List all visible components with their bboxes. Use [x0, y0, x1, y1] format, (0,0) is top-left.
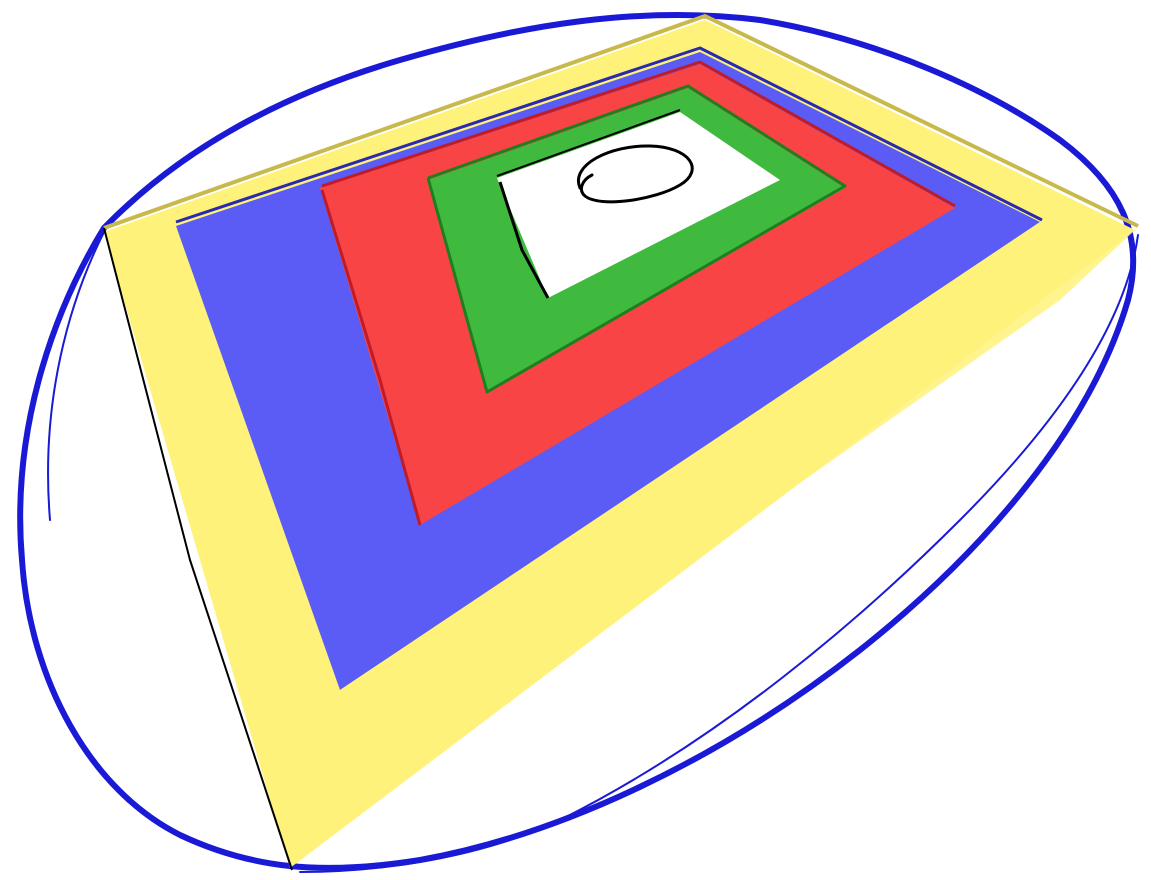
sketch-canvas — [0, 0, 1151, 880]
